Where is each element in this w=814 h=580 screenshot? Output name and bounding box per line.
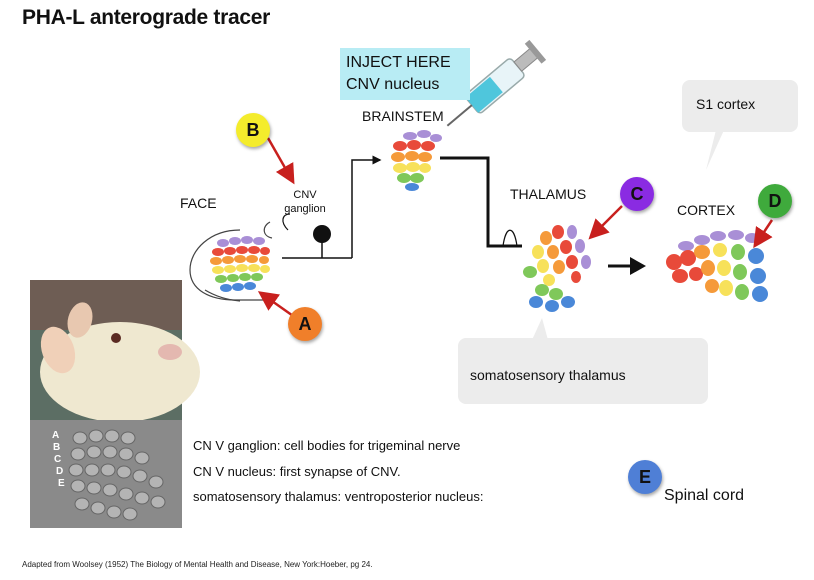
s1-callout-tail: [706, 130, 724, 170]
barrel-letter-d: D: [56, 466, 64, 477]
note-nucleus: CN V nucleus: first synapse of CNV.: [193, 464, 401, 479]
barrel-letter-e: E: [58, 478, 65, 489]
source-citation: Adapted from Woolsey (1952) The Biology …: [22, 560, 373, 569]
brainstem-nucleus: [391, 130, 442, 191]
thalamus-callout-tail: [532, 318, 548, 340]
cnv-pathway-lines: [282, 155, 522, 259]
cortex-barrels: [666, 230, 768, 302]
face-outline: [189, 221, 273, 302]
barrel-letter-b: B: [53, 442, 61, 453]
brainstem-label: BRAINSTEM: [362, 108, 444, 124]
marker-e: E: [628, 460, 662, 494]
marker-d: D: [758, 184, 792, 218]
cnv-ganglion-label: CNV ganglion: [278, 188, 332, 216]
barrel-row-letters: A B C D E: [52, 430, 65, 490]
barrel-cortex-photo: [30, 420, 182, 528]
note-ganglion: CN V ganglion: cell bodies for trigemina…: [193, 438, 461, 453]
cnv-ganglion-line-1: CNV: [293, 189, 317, 201]
marker-c: C: [620, 177, 654, 211]
rat-photo: [30, 280, 200, 422]
slide-title: PHA-L anterograde tracer: [22, 6, 270, 29]
s1-cortex-callout: S1 cortex: [682, 80, 798, 132]
thalamus-cluster: [523, 225, 591, 312]
inject-line-1: INJECT HERE: [346, 54, 451, 71]
marker-a: A: [288, 307, 322, 341]
ganglion-cell-body: [313, 225, 331, 243]
somatosensory-thalamus-callout: somatosensory thalamus: [458, 338, 708, 404]
face-label: FACE: [180, 195, 217, 211]
barrel-letter-c: C: [54, 454, 62, 465]
thalamus-cortex-arrow: [608, 257, 646, 275]
marker-arrows: [257, 137, 774, 320]
face-whisker-pad: [210, 236, 270, 292]
thalamus-label: THALAMUS: [510, 186, 587, 202]
syringe-icon: [446, 39, 547, 127]
note-thalamus: somatosensory thalamus: ventroposterior …: [193, 489, 484, 504]
cortex-label: CORTEX: [677, 202, 736, 218]
inject-here-box: INJECT HERE CNV nucleus: [340, 48, 470, 100]
marker-b: B: [236, 113, 270, 147]
inject-line-2: CNV nucleus: [346, 76, 440, 93]
cnv-ganglion-line-2: ganglion: [284, 203, 326, 215]
spinal-cord-label: Spinal cord: [664, 487, 745, 504]
barrel-letter-a: A: [52, 430, 60, 441]
